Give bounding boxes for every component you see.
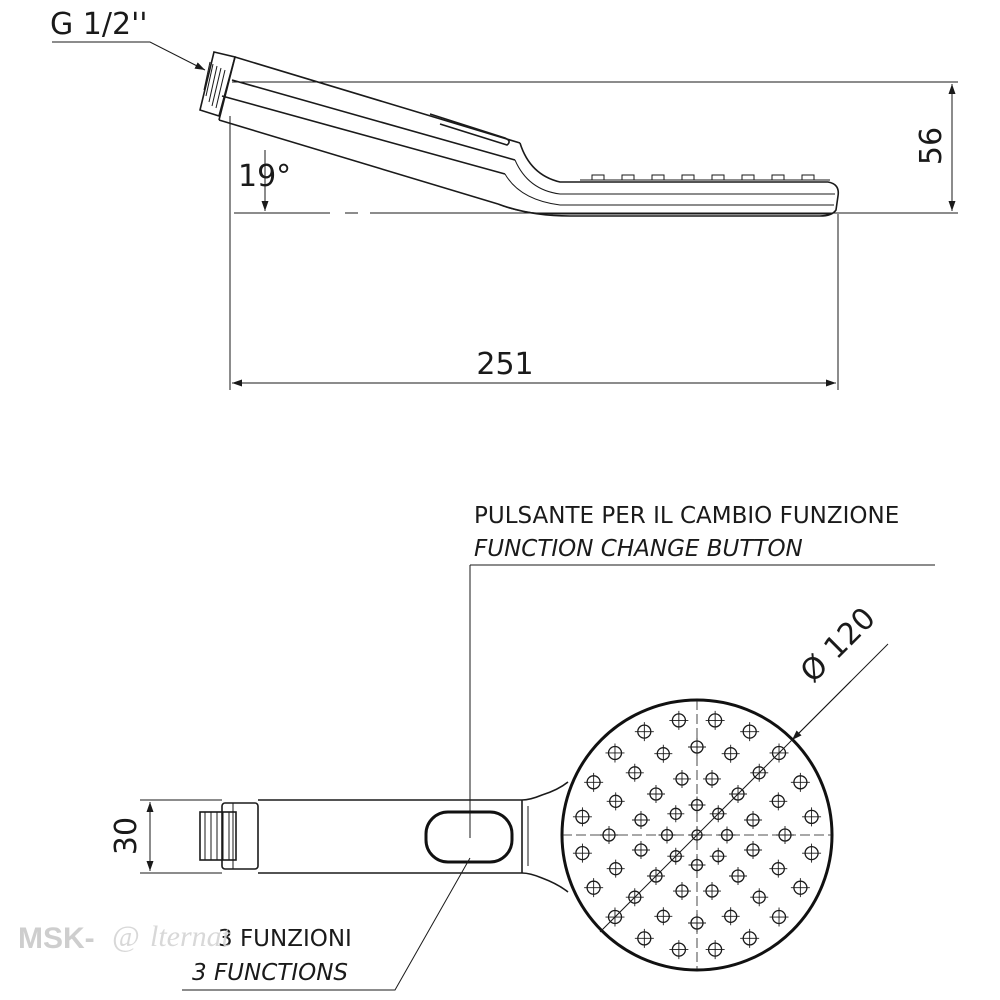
nozzle-crosshair bbox=[654, 907, 673, 926]
nozzle-crosshair bbox=[672, 769, 691, 788]
nozzle-crosshair bbox=[740, 928, 760, 948]
nozzle-crosshair bbox=[709, 847, 727, 865]
height-label: 56 bbox=[914, 127, 949, 165]
length-label: 251 bbox=[476, 347, 533, 382]
nozzle-crosshair bbox=[672, 882, 691, 901]
nozzle-crosshair bbox=[658, 826, 676, 844]
nozzle-crosshair bbox=[669, 940, 689, 960]
functions-english: 3 FUNCTIONS bbox=[192, 960, 348, 986]
nozzle-crosshair bbox=[688, 914, 706, 932]
nozzle-crosshair bbox=[584, 878, 604, 898]
nozzle-crosshair bbox=[776, 826, 794, 844]
thread-leader-line bbox=[52, 41, 206, 71]
front-thread-fitting bbox=[199, 802, 259, 870]
watermark-logo: MSK- @ lternat bbox=[18, 920, 231, 955]
nozzle-crosshair bbox=[729, 867, 748, 886]
button-note-english: FUNCTION CHANGE BUTTON bbox=[474, 536, 803, 562]
nozzle-crosshair bbox=[703, 769, 722, 788]
nozzle-crosshair bbox=[669, 710, 689, 730]
nozzle-crosshair bbox=[688, 738, 706, 756]
nozzle-crosshair bbox=[634, 928, 654, 948]
diameter-arrow bbox=[791, 680, 852, 741]
handle-body bbox=[218, 56, 840, 217]
nozzle-crosshair bbox=[769, 907, 789, 927]
nozzle-crosshair bbox=[769, 792, 788, 811]
nozzle-crosshair bbox=[769, 859, 788, 878]
front-handle bbox=[258, 781, 569, 893]
nozzle-crosshair bbox=[606, 859, 625, 878]
nozzle-crosshair bbox=[646, 784, 665, 803]
nozzle-crosshair bbox=[705, 940, 725, 960]
nozzle-crosshair bbox=[790, 878, 810, 898]
nozzle-crosshair bbox=[572, 843, 592, 863]
nozzle-crosshair bbox=[718, 826, 736, 844]
nozzle-crosshair bbox=[802, 807, 822, 827]
diameter-line bbox=[599, 719, 813, 933]
thread-fitting bbox=[199, 51, 236, 118]
shower-head: Ø 120 bbox=[560, 601, 889, 972]
nozzle-crosshair bbox=[721, 907, 740, 926]
diameter-label: Ø 120 bbox=[794, 601, 883, 690]
nozzle-crosshair bbox=[625, 763, 644, 782]
side-view: G 1/2'' 19° 56 251 bbox=[50, 7, 958, 390]
nozzle-crosshair bbox=[750, 888, 769, 907]
width-label: 30 bbox=[109, 817, 144, 855]
nozzle-crosshair bbox=[790, 772, 810, 792]
nozzle-grid bbox=[562, 700, 832, 970]
nozzle-crosshair bbox=[703, 882, 722, 901]
nozzle-crosshair bbox=[802, 843, 822, 863]
nozzle-crosshair bbox=[634, 722, 654, 742]
nozzle-crosshair bbox=[654, 744, 673, 763]
thread-label: G 1/2'' bbox=[50, 7, 148, 42]
front-view: PULSANTE PER IL CAMBIO FUNZIONE FUNCTION… bbox=[109, 503, 935, 991]
nozzle-crosshair bbox=[688, 796, 706, 814]
button-note-italian: PULSANTE PER IL CAMBIO FUNZIONE bbox=[474, 503, 899, 529]
svg-text:@: @ bbox=[112, 920, 140, 953]
angle-label: 19° bbox=[238, 159, 291, 194]
nozzle-crosshair bbox=[584, 772, 604, 792]
nozzle-crosshair bbox=[740, 722, 760, 742]
nozzle-crosshair bbox=[705, 710, 725, 730]
nozzle-crosshair bbox=[605, 743, 625, 763]
nozzle-crosshair bbox=[631, 841, 650, 860]
nozzle-crosshair bbox=[667, 805, 685, 823]
functions-italian: 3 FUNZIONI bbox=[218, 926, 352, 952]
nozzle-crosshair bbox=[744, 810, 763, 829]
functions-leader-line bbox=[182, 857, 471, 991]
nozzle-crosshair bbox=[572, 807, 592, 827]
nozzle-crosshair bbox=[688, 856, 706, 874]
nozzle-crosshair bbox=[721, 744, 740, 763]
svg-text:MSK-: MSK- bbox=[18, 922, 95, 955]
spray-face-nozzles bbox=[580, 174, 830, 181]
svg-text:lternat: lternat bbox=[150, 920, 231, 953]
nozzle-crosshair bbox=[744, 841, 763, 860]
function-change-button[interactable] bbox=[424, 810, 514, 864]
nozzle-crosshair bbox=[631, 810, 650, 829]
nozzle-crosshair bbox=[606, 792, 625, 811]
nozzle-crosshair bbox=[600, 826, 618, 844]
